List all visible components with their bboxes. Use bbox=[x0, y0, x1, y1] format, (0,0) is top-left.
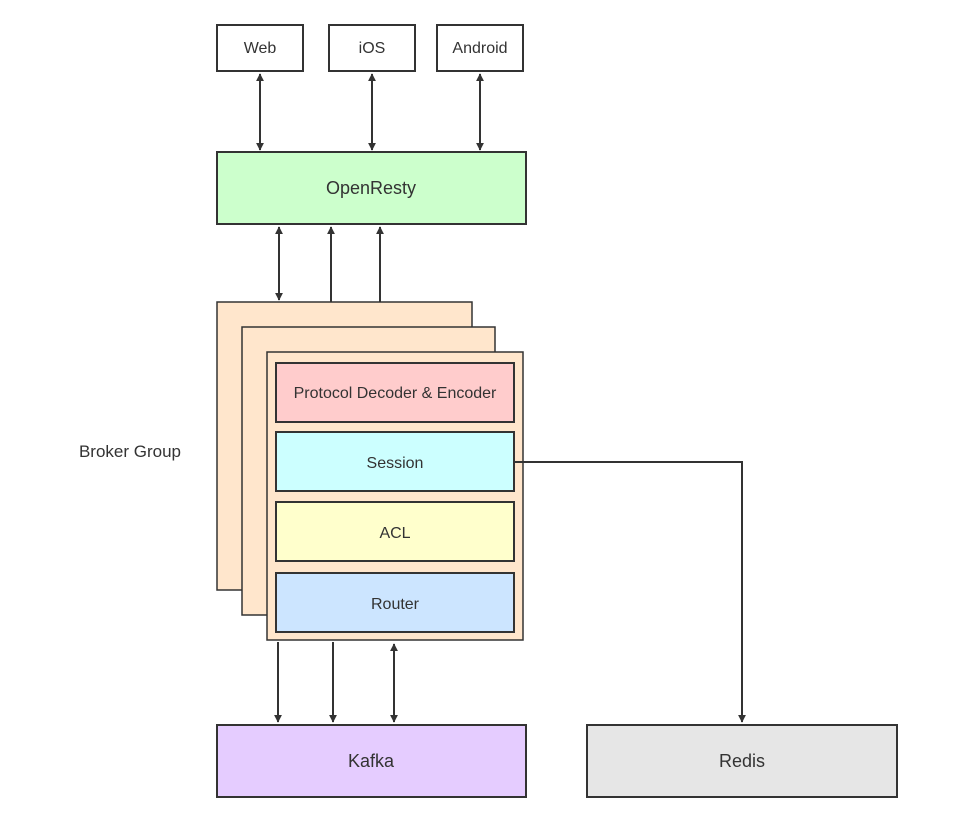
gateway-box bbox=[216, 151, 527, 225]
client-android-label: Android bbox=[452, 40, 507, 57]
layer-protocol: Protocol Decoder & Encoder bbox=[275, 362, 515, 423]
layer-router-label: Router bbox=[371, 596, 420, 613]
gateway-label: OpenResty bbox=[326, 178, 416, 198]
layer-router-box bbox=[275, 572, 515, 633]
layer-session-box bbox=[275, 431, 515, 492]
kafka-box bbox=[216, 724, 527, 798]
client-android: Android bbox=[436, 24, 524, 72]
client-ios-label: iOS bbox=[359, 40, 386, 57]
layer-acl-box bbox=[275, 501, 515, 562]
redis-box bbox=[586, 724, 898, 798]
redis-label: Redis bbox=[719, 751, 765, 771]
layer-protocol-box bbox=[275, 362, 515, 423]
client-ios: iOS bbox=[328, 24, 416, 72]
layer-protocol-label: Protocol Decoder & Encoder bbox=[294, 385, 497, 402]
layer-session-label: Session bbox=[367, 455, 424, 472]
edge-session-redis bbox=[514, 461, 746, 723]
layer-acl-label: ACL bbox=[379, 525, 410, 542]
layer-acl: ACL bbox=[275, 501, 515, 562]
kafka-label: Kafka bbox=[348, 751, 395, 771]
gateway-openresty: OpenResty bbox=[216, 151, 527, 225]
kafka-node: Kafka bbox=[216, 724, 527, 798]
broker-group-label: Broker Group bbox=[79, 442, 181, 461]
client-web: Web bbox=[216, 24, 304, 72]
layer-session: Session bbox=[275, 431, 515, 492]
client-web-label: Web bbox=[244, 40, 277, 57]
redis-node: Redis bbox=[586, 724, 898, 798]
layer-router: Router bbox=[275, 572, 515, 633]
